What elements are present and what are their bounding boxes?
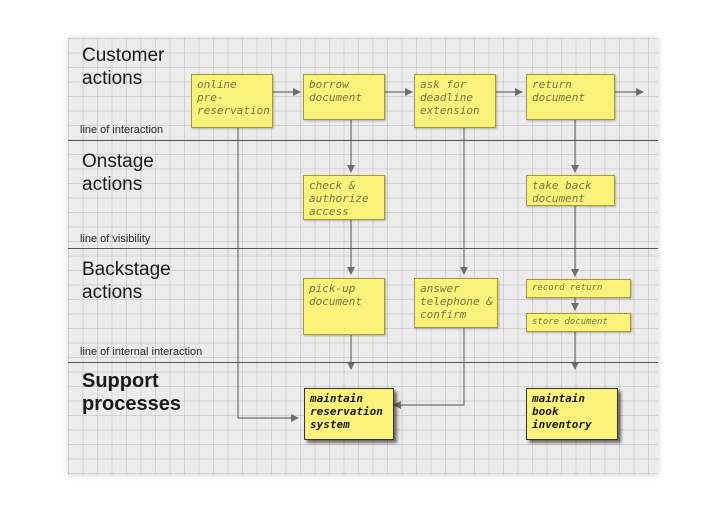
note-maintain-reservation-system: maintain reservation system: [304, 388, 394, 440]
note-online-prereservation: online pre- reservation: [191, 74, 273, 128]
service-blueprint-diagram: Customer actions Onstage actions Backsta…: [68, 38, 658, 475]
note-record-return: record return: [526, 279, 631, 298]
label-line-of-visibility: line of visibility: [80, 233, 151, 245]
note-pickup-document: pick-up document: [303, 278, 385, 335]
connector-online-to-reservation-system: [237, 128, 299, 422]
lane-title-customer-actions: Customer actions: [82, 45, 165, 89]
note-return-document: return document: [526, 74, 615, 120]
note-take-back-document: take back document: [526, 175, 615, 206]
note-store-document: store document: [526, 313, 631, 332]
line-of-interaction: [68, 140, 658, 141]
line-of-visibility: [68, 248, 658, 249]
note-answer-telephone-confirm: answer telephone & confirm: [414, 278, 498, 328]
connector-answer-to-reservation-system: [393, 328, 465, 409]
lane-title-onstage-actions: Onstage actions: [82, 151, 154, 195]
label-line-of-interaction: line of interaction: [80, 124, 164, 136]
line-of-internal-interaction: [68, 362, 658, 363]
note-check-authorize-access: check & authorize access: [303, 175, 385, 220]
note-ask-deadline-extension: ask for deadline extension: [414, 74, 496, 128]
lane-title-backstage-actions: Backstage actions: [82, 259, 171, 303]
note-borrow-document: borrow document: [303, 74, 385, 120]
note-maintain-book-inventory: maintain book inventory: [526, 388, 618, 440]
lane-title-support-processes: Support processes: [82, 370, 181, 415]
label-line-of-internal-interaction: line of internal interaction: [80, 346, 203, 358]
